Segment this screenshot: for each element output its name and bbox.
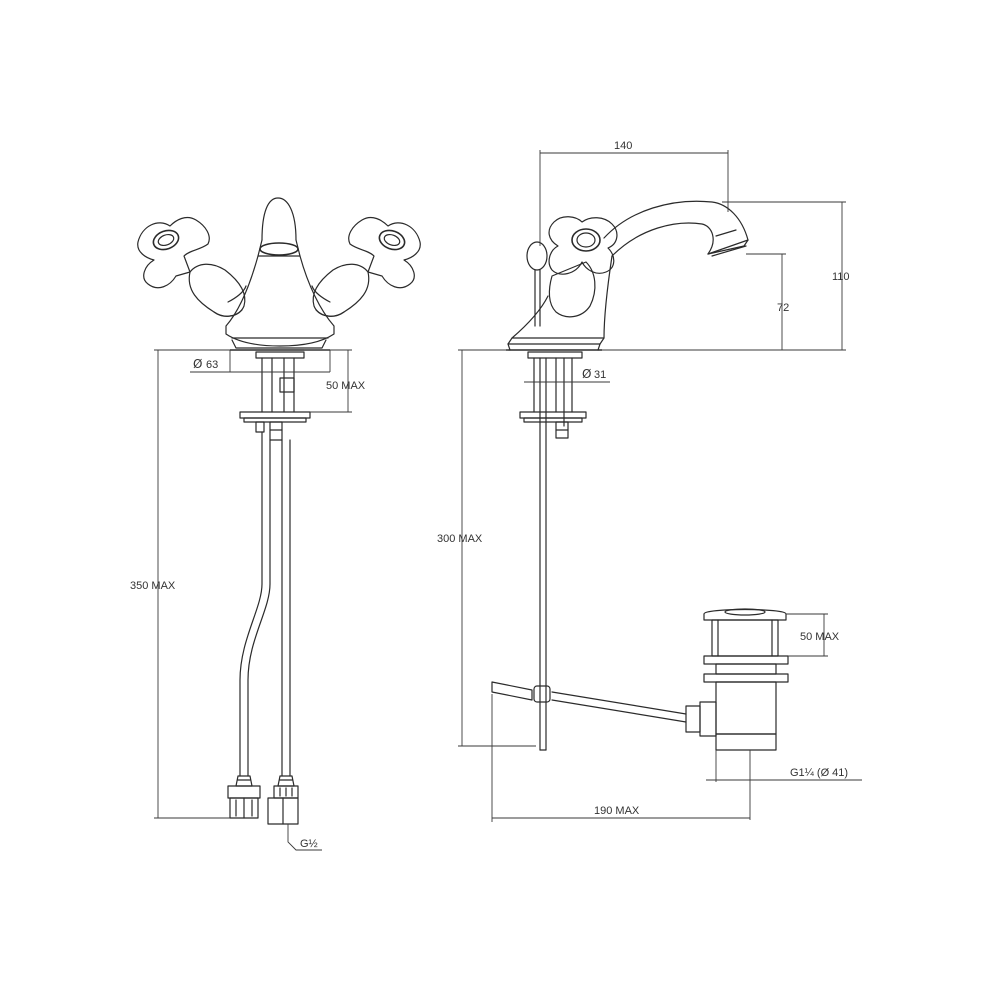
front-right-handle <box>311 216 421 317</box>
front-depth-label: 50 MAX <box>326 380 366 392</box>
front-base-flange <box>230 339 330 351</box>
side-height-label: 110 <box>832 271 850 283</box>
front-height-label: 350 MAX <box>130 580 176 592</box>
front-dia-value: 63 <box>206 359 218 371</box>
side-dim-waste-thread: G1¼ (Ø 41) <box>706 750 862 820</box>
side-waste-depth-label: 50 MAX <box>800 631 840 643</box>
front-left-hose <box>227 431 271 819</box>
side-dim-diameter: Ø 31 <box>524 367 610 383</box>
front-spout <box>257 197 301 257</box>
side-width-label: 140 <box>614 140 632 152</box>
side-dia-symbol: Ø <box>582 367 591 381</box>
front-right-hose <box>267 439 299 825</box>
front-dim-height: 350 MAX <box>130 349 230 819</box>
side-dim-rod-length: 190 MAX <box>491 694 750 822</box>
side-dia-value: 31 <box>594 369 606 381</box>
front-left-handle <box>137 216 247 317</box>
side-mounting <box>519 351 587 751</box>
front-view: Ø 63 50 MAX 350 MAX G½ <box>130 197 421 851</box>
side-dim-height: 110 <box>602 201 850 351</box>
front-dim-diameter: Ø 63 <box>190 350 331 373</box>
front-body <box>225 255 335 347</box>
side-waste <box>685 608 789 751</box>
side-height-label-2: 300 MAX <box>437 533 483 545</box>
side-spout <box>603 200 749 257</box>
side-popup-rod <box>491 681 687 723</box>
side-dim-spout: 72 <box>746 253 789 350</box>
side-rod-length-label: 190 MAX <box>594 805 640 817</box>
front-dim-depth: 50 MAX <box>304 349 366 413</box>
front-mounting <box>239 351 311 441</box>
front-thread-label: G½ <box>300 838 318 850</box>
side-dim-height-2: 300 MAX <box>437 349 536 747</box>
side-spout-height-label: 72 <box>777 302 789 314</box>
side-dim-waste-depth: 50 MAX <box>786 613 840 657</box>
side-waste-thread-label: G1¼ (Ø 41) <box>790 767 848 779</box>
front-dia-symbol: Ø <box>193 357 202 371</box>
front-thread-callout: G½ <box>287 824 322 851</box>
side-dim-width: 140 <box>539 140 729 246</box>
side-body <box>511 255 613 339</box>
side-handle <box>526 216 618 327</box>
side-view: 140 110 72 Ø 31 300 MAX <box>437 140 862 822</box>
